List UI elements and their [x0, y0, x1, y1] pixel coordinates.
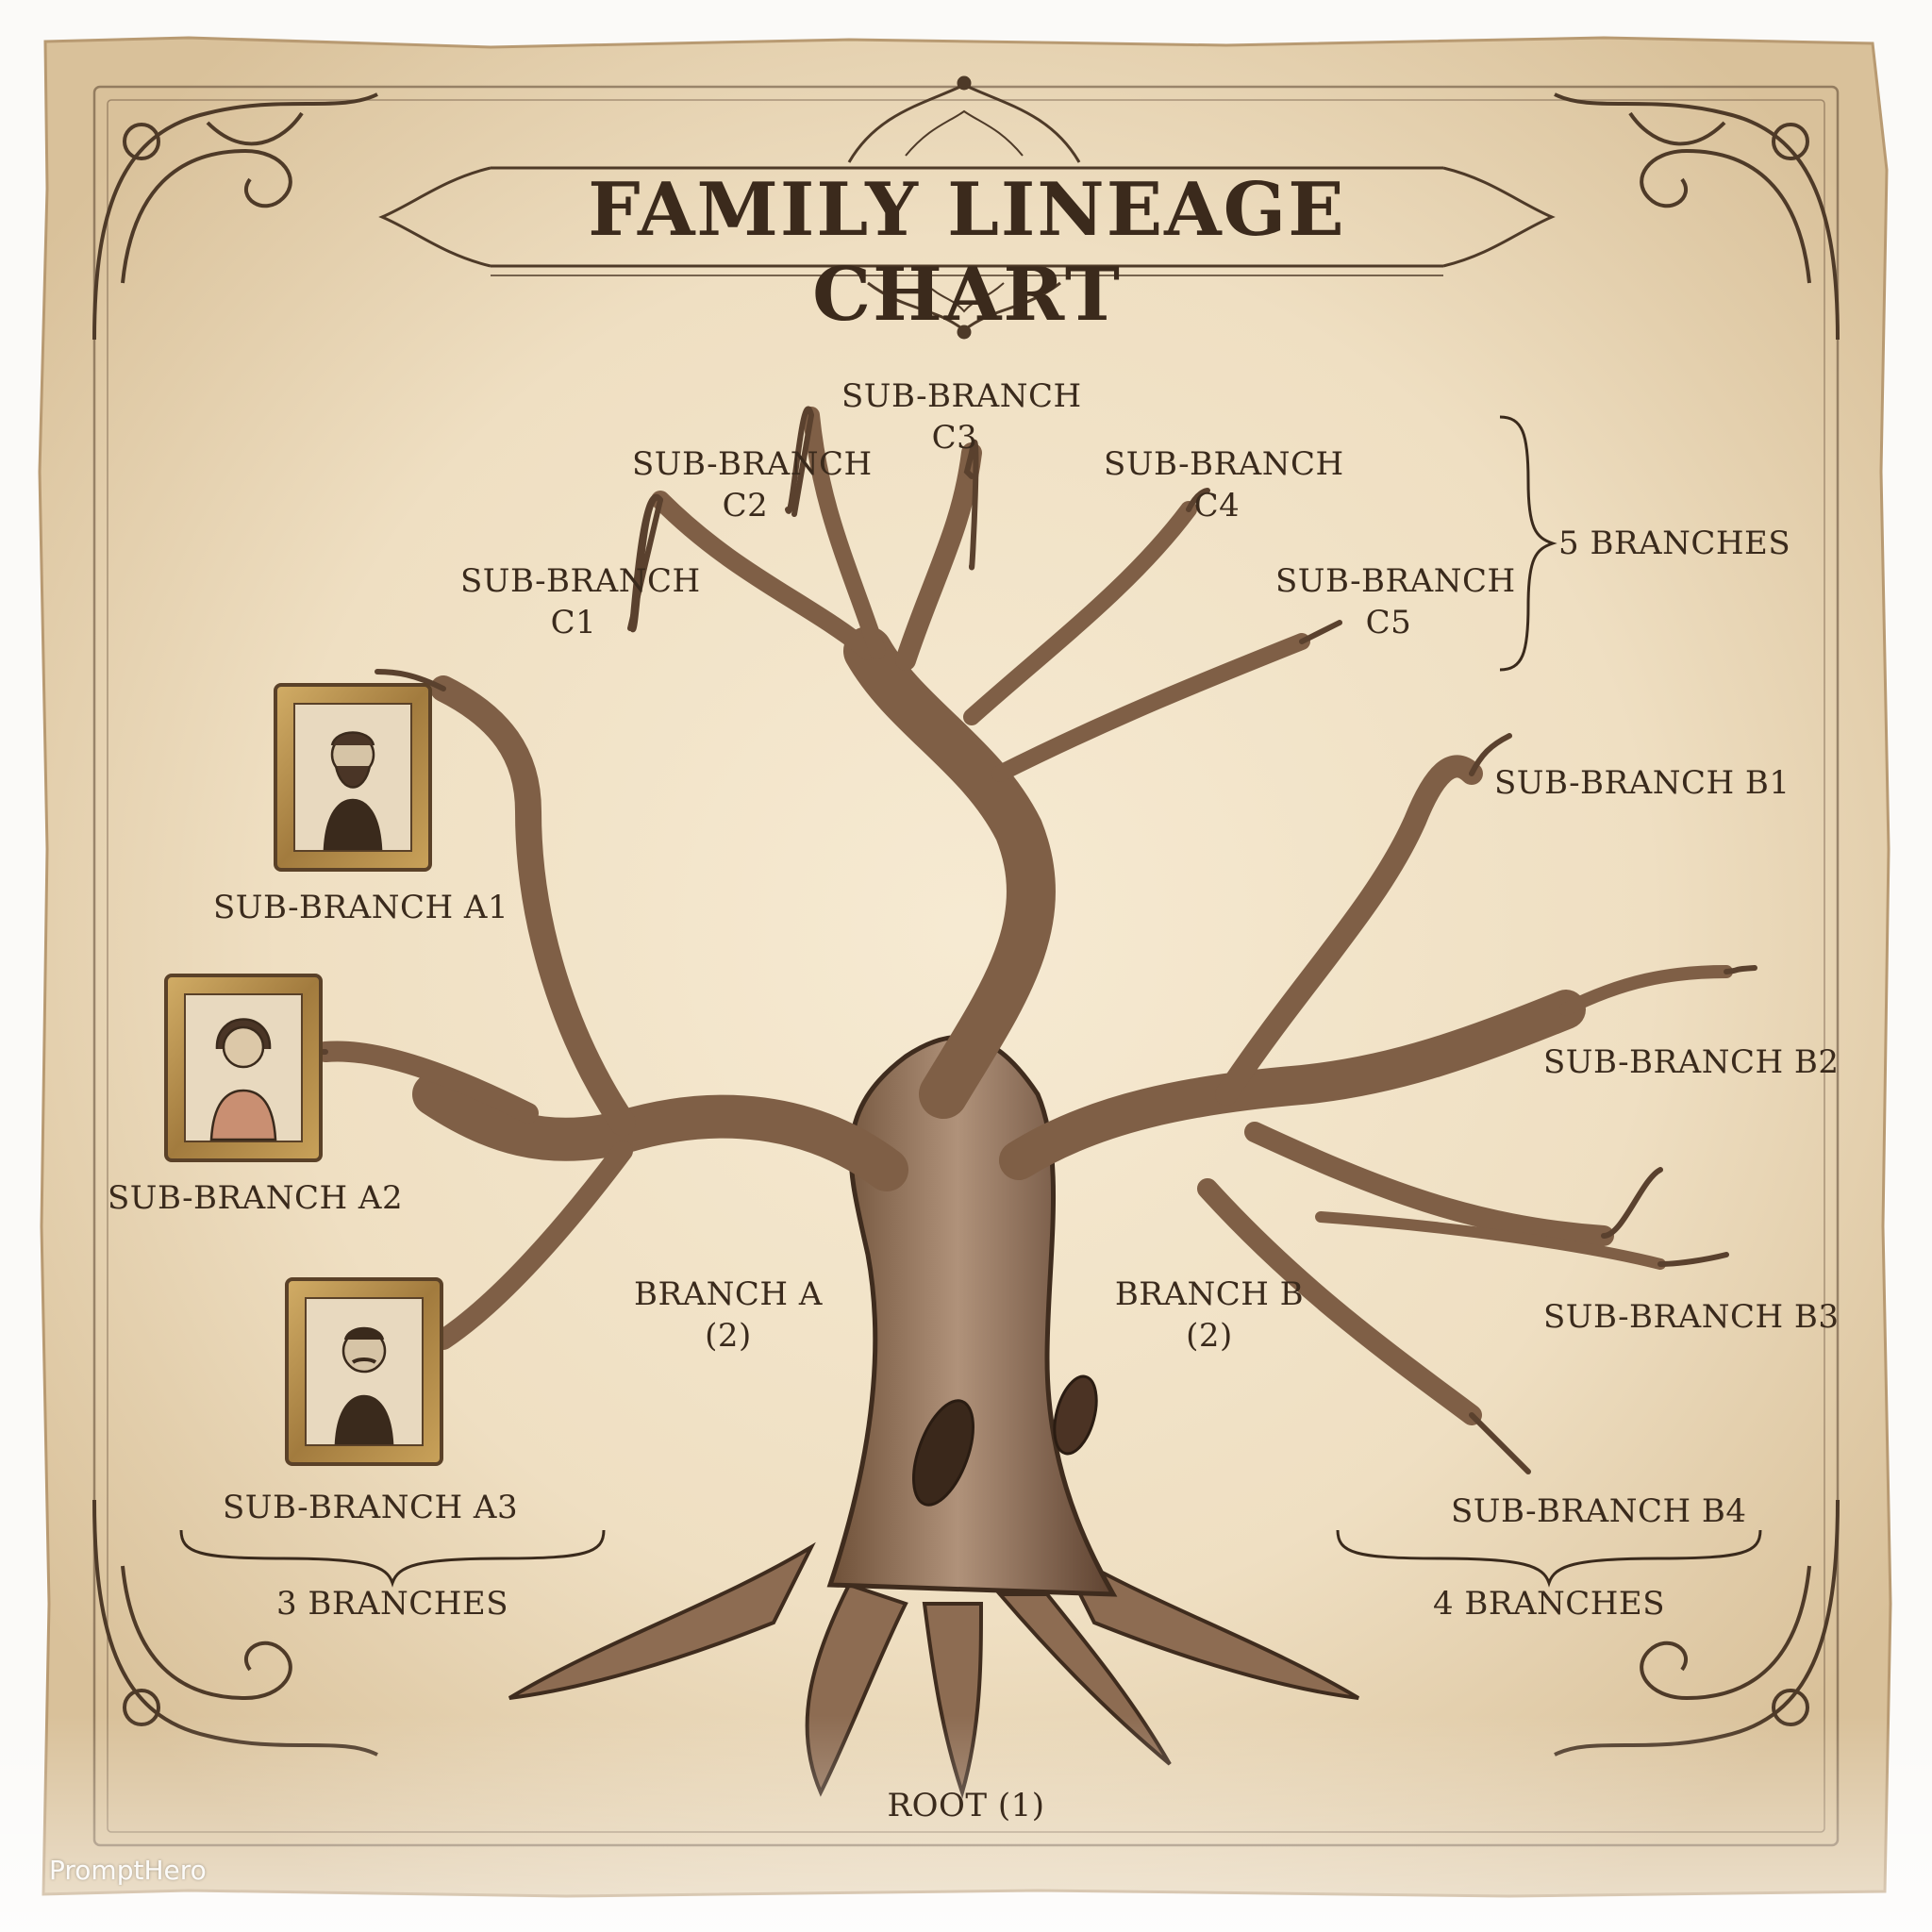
tree-limbs — [315, 407, 1733, 1425]
brace-c — [1499, 415, 1557, 672]
corner-flourish-top-left — [92, 92, 378, 341]
lineage-tree — [285, 406, 1757, 1799]
label-sub-branch-b2: SUB-BRANCH B2 — [1543, 1043, 1840, 1081]
label-sub-branch-a3: SUB-BRANCH A3 — [223, 1489, 519, 1526]
tree-twigs — [285, 406, 1757, 1474]
portrait-frame-a1 — [274, 683, 432, 872]
label-b-count: 4 BRANCHES — [1432, 1585, 1666, 1623]
label-sub-branch-b3: SUB-BRANCH B3 — [1543, 1298, 1840, 1336]
brace-a — [179, 1529, 606, 1588]
portrait-frame-a2 — [164, 974, 323, 1162]
brace-b — [1336, 1529, 1762, 1588]
label-branch-b: BRANCH B(2) — [1114, 1275, 1305, 1355]
label-root: ROOT (1) — [887, 1787, 1045, 1824]
label-sub-branch-b1: SUB-BRANCH B1 — [1494, 764, 1790, 802]
trunk-knot-hole — [912, 1399, 974, 1507]
watermark: PromptHero — [49, 1855, 207, 1886]
bottom-fade-band — [0, 1715, 1932, 1932]
label-sub-branch-b4: SUB-BRANCH B4 — [1451, 1492, 1747, 1530]
label-branch-a: BRANCH A(2) — [634, 1275, 823, 1355]
portrait-man-bearded-icon — [323, 731, 383, 851]
label-sub-branch-a2: SUB-BRANCH A2 — [108, 1179, 404, 1217]
portrait-frame-a3 — [285, 1277, 443, 1466]
label-a-count: 3 BRANCHES — [275, 1585, 509, 1623]
portrait-man-mustache-icon — [334, 1326, 394, 1445]
title-cartouche — [378, 75, 1556, 340]
trunk-knot-side — [1053, 1374, 1098, 1456]
portrait-woman-icon — [209, 1018, 277, 1141]
label-sub-branch-a1: SUB-BRANCH A1 — [213, 889, 509, 926]
corner-flourish-top-right — [1554, 92, 1840, 341]
label-c-count: 5 BRANCHES — [1558, 525, 1791, 562]
page-title: FAMILY LINEAGE CHART — [588, 167, 1346, 338]
